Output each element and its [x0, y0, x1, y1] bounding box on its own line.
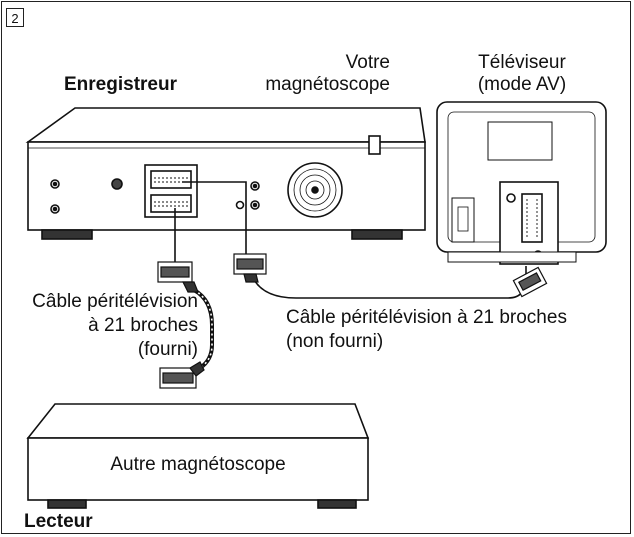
- step-number-badge: 2: [6, 8, 24, 27]
- other-vcr-illustration: [26, 403, 370, 509]
- scart-plug-recorder-left: [157, 261, 199, 293]
- recorder-vcr-illustration: [25, 107, 426, 240]
- other-vcr-label: Autre magnétoscope: [110, 454, 286, 475]
- player-label: Lecteur: [24, 511, 93, 532]
- recorder-label: Enregistreur: [64, 74, 177, 95]
- cable-left-label-line2: à 21 broches: [88, 315, 198, 336]
- cable-left-label-line1: Câble péritélévision: [32, 291, 198, 312]
- scart-plug-recorder-right: [233, 253, 267, 283]
- tv-label-line2: (mode AV): [477, 74, 567, 95]
- scart-plug-other-vcr: [159, 361, 205, 389]
- your-vcr-label-line1: Votre: [345, 52, 390, 73]
- cable-right-label-line2: (non fourni): [286, 331, 384, 352]
- tv-illustration: [436, 101, 607, 265]
- cable-left-label-line3: (fourni): [137, 339, 198, 360]
- scart-plug-tv: [512, 266, 548, 298]
- your-vcr-label-line2: magnétoscope: [265, 74, 390, 95]
- tv-label-line1: Téléviseur: [478, 52, 566, 73]
- cable-right-label-line1: Câble péritélévision à 21 broches: [286, 307, 567, 328]
